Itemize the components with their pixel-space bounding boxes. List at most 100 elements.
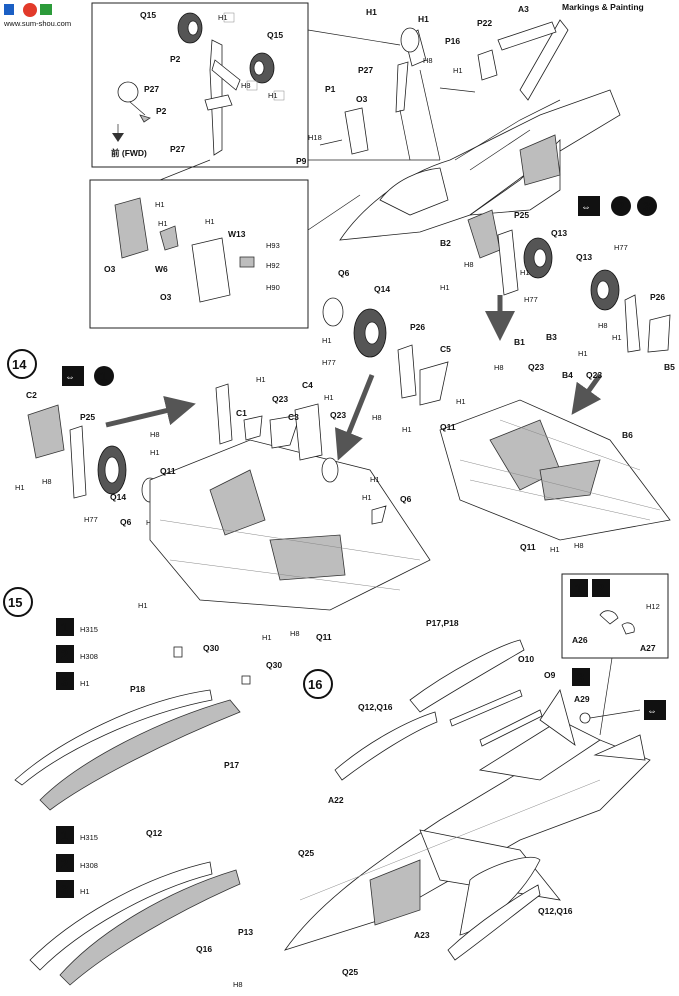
label-q30: Q30 (266, 660, 282, 670)
svg-text:3: 3 (577, 670, 584, 685)
paint-h8: H8 (574, 541, 584, 550)
label-w13: W13 (228, 229, 246, 239)
label-p9: P9 (296, 156, 307, 166)
svg-text:2: 2 (597, 581, 604, 596)
paint-h1: H1 (456, 397, 466, 406)
label-q25: Q25 (298, 848, 314, 858)
paint-h1: H1 (218, 12, 235, 23)
label-a3: A3 (518, 4, 529, 14)
part-a27 (621, 622, 635, 635)
header-fragment: Markings & Painting (562, 2, 644, 12)
label-o3: O3 (356, 94, 368, 104)
assembly-arrow (105, 395, 196, 428)
paint-h1: H1 (520, 268, 530, 277)
label-p1: P1 (325, 84, 336, 94)
part-w13 (239, 256, 255, 268)
svg-text:1: 1 (100, 369, 107, 384)
label-p27: P27 (358, 65, 373, 75)
paint-h8: H8 (241, 80, 258, 91)
paint-h8: H8 (233, 980, 243, 989)
version-badges-14: ⇔ 1 (62, 366, 114, 386)
paint-h8: H8 (42, 477, 52, 486)
paint-h1: H1 (150, 448, 160, 457)
paint-h1: H1 (550, 545, 560, 554)
paint-h18: H18 (308, 133, 322, 142)
paint-h8: H8 (494, 363, 504, 372)
label-p27: P27 (170, 144, 185, 154)
svg-text:H1: H1 (80, 679, 90, 688)
label-c4: C4 (302, 380, 313, 390)
drop-tank-right (447, 884, 541, 961)
label-a22: A22 (328, 795, 344, 805)
label-q13: Q13 (551, 228, 567, 238)
drop-tank-q12-q16 (29, 861, 241, 986)
svg-text:1: 1 (61, 828, 68, 843)
label-q23: Q23 (528, 362, 544, 372)
part-a26 (599, 610, 619, 625)
version-badges-top: ⇔ 2 3 (578, 196, 657, 216)
part-p27-disc (117, 81, 139, 103)
paint-h1: H1 (256, 375, 266, 384)
double-arrow-icon: ⇔ (581, 202, 591, 213)
label-q12-q16: Q12,Q16 (358, 702, 393, 712)
paint-h1: H1 (268, 90, 285, 101)
label-q11: Q11 (160, 466, 176, 476)
paint-h8: H8 (290, 629, 300, 638)
label-q6: Q6 (338, 268, 350, 278)
paint-h1: H1 (440, 283, 450, 292)
step-15-badge: 15 (3, 587, 33, 617)
strut-q11 (215, 383, 233, 445)
paint-h77: H77 (524, 295, 538, 304)
svg-text:1: 1 (575, 581, 582, 596)
paint-h77: H77 (84, 515, 98, 524)
right-wing-underside (439, 399, 671, 541)
fwd-label: 前 (FWD) (111, 148, 147, 158)
assembly-arrow (571, 373, 603, 415)
label-b2: B2 (440, 238, 451, 248)
drop-tank-left (334, 711, 438, 781)
paint-h1: H1 (138, 601, 148, 610)
paint-h90: H90 (266, 283, 280, 292)
label-p2: P2 (156, 106, 167, 116)
inset-nose-gear (91, 2, 309, 168)
label-q14: Q14 (110, 492, 126, 502)
label-c1: C1 (236, 408, 247, 418)
label-p27: P27 (144, 84, 159, 94)
part-a29 (579, 712, 591, 724)
paint-h12: H12 (646, 602, 660, 611)
drop-tank-top (409, 639, 525, 713)
left-gear-parts (27, 404, 159, 503)
svg-text:H1: H1 (268, 91, 278, 100)
label-b6: B6 (622, 430, 633, 440)
paint-h1: H1 (370, 475, 380, 484)
label-p2: P2 (170, 54, 181, 64)
label-q23: Q23 (272, 394, 288, 404)
upper-nose-strut (395, 61, 409, 113)
label-p26: P26 (410, 322, 425, 332)
label-q6: Q6 (400, 494, 412, 504)
fwd-arrow-icon (112, 133, 124, 142)
svg-text:H315: H315 (80, 625, 98, 634)
label-q30: Q30 (203, 643, 219, 653)
paint-h1: H1 (262, 633, 272, 642)
label-q15: Q15 (267, 30, 283, 40)
paint-h1: H1 (155, 200, 165, 209)
upper-panel-o3 (344, 107, 369, 155)
svg-text:3: 3 (61, 674, 68, 689)
svg-text:16: 16 (308, 677, 322, 692)
label-p17-p18: P17,P18 (426, 618, 459, 628)
label-p18: P18 (130, 684, 145, 694)
front-fuselage-drawing (339, 19, 621, 241)
label-q15: Q15 (140, 10, 156, 20)
label-q25: Q25 (342, 967, 358, 977)
paint-h1: H1 (322, 336, 332, 345)
label-b5: B5 (664, 362, 675, 372)
part-o3-panel (114, 197, 149, 259)
svg-text:15: 15 (8, 595, 22, 610)
paint-h8: H8 (372, 413, 382, 422)
drop-tank-p17-p18 (14, 689, 241, 811)
svg-text:3: 3 (61, 882, 68, 897)
label-q23: Q23 (586, 370, 602, 380)
paint-h1: H1 (402, 425, 412, 434)
paint-h8: H8 (423, 56, 433, 65)
